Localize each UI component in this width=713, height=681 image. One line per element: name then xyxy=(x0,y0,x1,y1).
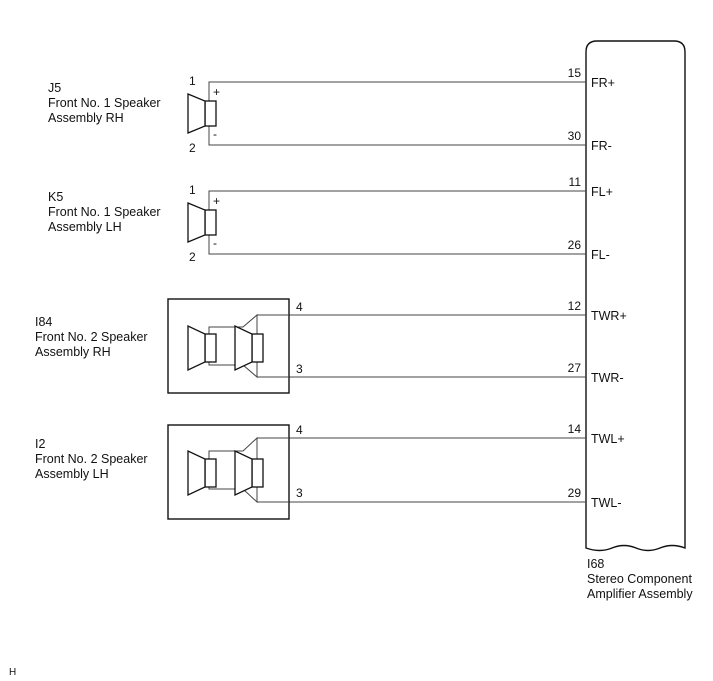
speaker-code: I2 xyxy=(35,437,45,451)
speaker-name-line2: Assembly RH xyxy=(35,345,111,359)
speaker-name-line2: Assembly LH xyxy=(48,220,122,234)
speaker-name-line2: Assembly RH xyxy=(48,111,124,125)
amplifier-name-line1: Stereo Component xyxy=(587,572,692,586)
polarity-plus: + xyxy=(213,85,220,99)
amp-terminal-name: FL- xyxy=(591,248,610,262)
speaker-icon xyxy=(187,202,217,243)
amp-terminal-name: TWL+ xyxy=(591,432,625,446)
amp-terminal-labels: 15 FR+ 30 FR- 11 FL+ 26 FL- 12 TWR+ 27 T… xyxy=(568,66,627,510)
speaker-code: J5 xyxy=(48,81,61,95)
speaker-icon xyxy=(187,449,217,497)
amp-terminal-name: TWR+ xyxy=(591,309,627,323)
speaker-k5: K5 Front No. 1 Speaker Assembly LH 1 2 +… xyxy=(48,183,220,264)
speaker-name-line1: Front No. 1 Speaker xyxy=(48,96,161,110)
amp-pin-number: 30 xyxy=(568,129,582,143)
speaker-housing xyxy=(167,424,290,520)
speaker-name-line1: Front No. 2 Speaker xyxy=(35,330,148,344)
wire-fl-minus xyxy=(208,234,586,255)
amp-terminal-name: FL+ xyxy=(591,185,613,199)
speaker-pin-negative: 2 xyxy=(189,141,196,155)
amp-pin-number: 15 xyxy=(568,66,582,80)
speaker-pin-negative: 2 xyxy=(189,250,196,264)
speaker-pin-negative: 3 xyxy=(296,486,303,500)
amp-pin-number: 14 xyxy=(568,422,582,436)
speaker-pin-positive: 4 xyxy=(296,300,303,314)
amplifier-outline xyxy=(585,40,686,552)
amp-pin-number: 11 xyxy=(569,175,582,189)
polarity-minus: - xyxy=(213,236,217,250)
speaker-name-line1: Front No. 2 Speaker xyxy=(35,452,148,466)
amplifier-block: I68 Stereo Component Amplifier Assembly xyxy=(585,40,693,601)
wire-fr-plus xyxy=(208,81,586,102)
speaker-pin-positive: 1 xyxy=(189,74,196,88)
speaker-i2: I2 Front No. 2 Speaker Assembly LH 4 3 xyxy=(35,423,303,520)
wire-fl-plus xyxy=(208,190,586,211)
amp-terminal-name: TWL- xyxy=(591,496,622,510)
speaker-code: K5 xyxy=(48,190,63,204)
amp-pin-number: 27 xyxy=(568,361,582,375)
speaker-icon xyxy=(187,324,217,372)
wires xyxy=(208,81,586,503)
speaker-pin-positive: 1 xyxy=(189,183,196,197)
amp-pin-number: 29 xyxy=(568,486,582,500)
footer-mark: H xyxy=(9,667,16,678)
speaker-j5: J5 Front No. 1 Speaker Assembly RH 1 2 +… xyxy=(48,74,220,155)
speaker-housing xyxy=(167,298,290,394)
speaker-icon xyxy=(234,324,264,372)
speaker-icon xyxy=(187,93,217,134)
polarity-plus: + xyxy=(213,194,220,208)
speaker-code: I84 xyxy=(35,315,52,329)
amp-terminal-name: FR+ xyxy=(591,76,615,90)
amp-terminal-name: TWR- xyxy=(591,371,624,385)
speaker-name-line1: Front No. 1 Speaker xyxy=(48,205,161,219)
speaker-icon xyxy=(234,449,264,497)
speaker-pin-positive: 4 xyxy=(296,423,303,437)
polarity-minus: - xyxy=(213,127,217,141)
speaker-i84: I84 Front No. 2 Speaker Assembly RH 4 3 xyxy=(35,298,303,394)
amplifier-code: I68 xyxy=(587,557,604,571)
speaker-pin-negative: 3 xyxy=(296,362,303,376)
amp-pin-number: 12 xyxy=(568,299,582,313)
wire-fr-minus xyxy=(208,125,586,146)
amp-terminal-name: FR- xyxy=(591,139,612,153)
speaker-name-line2: Assembly LH xyxy=(35,467,109,481)
amplifier-name-line2: Amplifier Assembly xyxy=(587,587,693,601)
amp-pin-number: 26 xyxy=(568,238,582,252)
